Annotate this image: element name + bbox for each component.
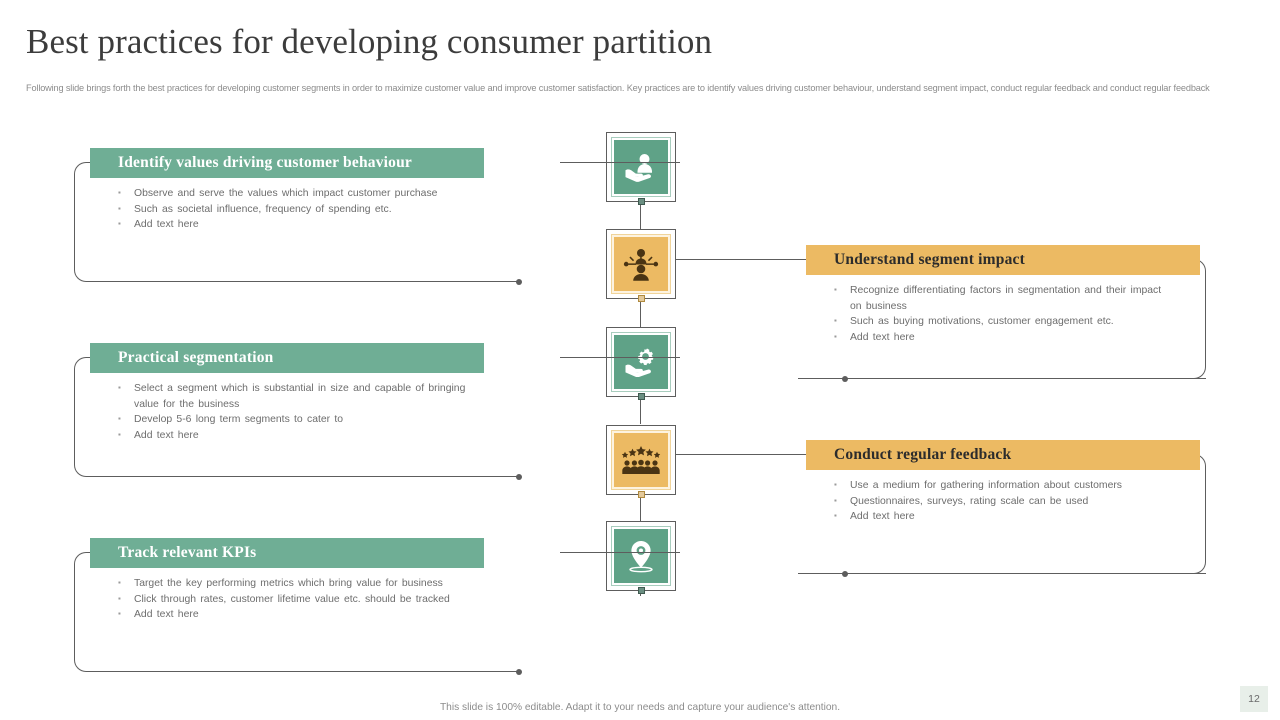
- card-title: Understand segment impact: [806, 245, 1200, 275]
- card-underline: [152, 476, 520, 477]
- card-endpoint-dot: [842, 376, 848, 382]
- page-subtitle: Following slide brings forth the best pr…: [26, 83, 1210, 93]
- node-connector-square: [637, 587, 645, 594]
- list-item: Questionnaires, surveys, rating scale ca…: [834, 493, 1164, 510]
- list-item: Add text here: [834, 329, 1164, 346]
- list-item: Select a segment which is substantial in…: [118, 380, 468, 412]
- page-number-badge: 12: [1240, 686, 1268, 712]
- connector-line-2-3: [640, 300, 641, 327]
- card-practical-segmentation[interactable]: Practical segmentation Select a segment …: [74, 343, 680, 480]
- card-lead-line: [560, 552, 680, 553]
- list-item: Such as societal influence, frequency of…: [118, 201, 468, 218]
- card-lead-line: [676, 454, 798, 455]
- card-underline: [846, 573, 1206, 574]
- card-underline: [846, 378, 1206, 379]
- footer-note: This slide is 100% editable. Adapt it to…: [439, 702, 841, 713]
- card-body: Recognize differentiating factors in seg…: [834, 282, 1164, 346]
- list-item: Click through rates, customer lifetime v…: [118, 591, 468, 608]
- flow-node-audience-rating[interactable]: [606, 425, 676, 498]
- flow-node-hand-holding-gear[interactable]: [606, 327, 676, 400]
- list-item: Add text here: [118, 427, 468, 444]
- card-body: Select a segment which is substantial in…: [118, 380, 468, 444]
- list-item: Target the key performing metrics which …: [118, 575, 468, 592]
- list-item: Develop 5-6 long term segments to cater …: [118, 411, 468, 428]
- person-network-icon: [611, 234, 671, 294]
- card-body: Use a medium for gathering information a…: [834, 477, 1164, 525]
- connector-line-3-4: [640, 398, 641, 424]
- list-item: Add text here: [834, 508, 1164, 525]
- list-item: Add text here: [118, 216, 468, 233]
- node-connector-square: [637, 295, 645, 302]
- card-conduct-regular-feedback[interactable]: Conduct regular feedback Use a medium fo…: [676, 440, 1208, 577]
- card-underline: [152, 281, 520, 282]
- flow-node-hand-holding-customer[interactable]: [606, 132, 676, 205]
- list-item: Use a medium for gathering information a…: [834, 477, 1164, 494]
- node-connector-square: [637, 198, 645, 205]
- card-body: Target the key performing metrics which …: [118, 575, 468, 623]
- card-endpoint-dot: [516, 474, 522, 480]
- card-title: Conduct regular feedback: [806, 440, 1200, 470]
- card-lead-line: [676, 259, 798, 260]
- node-connector-square: [637, 491, 645, 498]
- flow-node-person-network[interactable]: [606, 229, 676, 302]
- card-identify-values[interactable]: Identify values driving customer behavio…: [74, 148, 680, 285]
- location-pin-icon: [611, 526, 671, 586]
- card-endpoint-dot: [516, 669, 522, 675]
- card-title: Practical segmentation: [90, 343, 484, 373]
- connector-line-4-5: [640, 494, 641, 522]
- list-item: Such as buying motivations, customer eng…: [834, 313, 1164, 330]
- hand-holding-gear-icon: [611, 332, 671, 392]
- flow-node-location-pin[interactable]: [606, 521, 676, 594]
- card-lead-line: [560, 162, 680, 163]
- list-item: Recognize differentiating factors in seg…: [834, 282, 1164, 314]
- card-title: Identify values driving customer behavio…: [90, 148, 484, 178]
- card-understand-segment-impact[interactable]: Understand segment impact Recognize diff…: [676, 245, 1208, 382]
- node-connector-square: [637, 393, 645, 400]
- connector-line-1-2: [640, 203, 641, 239]
- page-title: Best practices for developing consumer p…: [26, 22, 713, 61]
- audience-rating-stars-icon: [611, 430, 671, 490]
- card-underline: [152, 671, 520, 672]
- card-title: Track relevant KPIs: [90, 538, 484, 568]
- list-item: Observe and serve the values which impac…: [118, 185, 468, 202]
- list-item: Add text here: [118, 606, 468, 623]
- card-endpoint-dot: [842, 571, 848, 577]
- card-body: Observe and serve the values which impac…: [118, 185, 468, 233]
- hand-holding-customer-icon: [611, 137, 671, 197]
- card-endpoint-dot: [516, 279, 522, 285]
- card-track-relevant-kpis[interactable]: Track relevant KPIs Target the key perfo…: [74, 538, 680, 675]
- card-lead-line: [560, 357, 680, 358]
